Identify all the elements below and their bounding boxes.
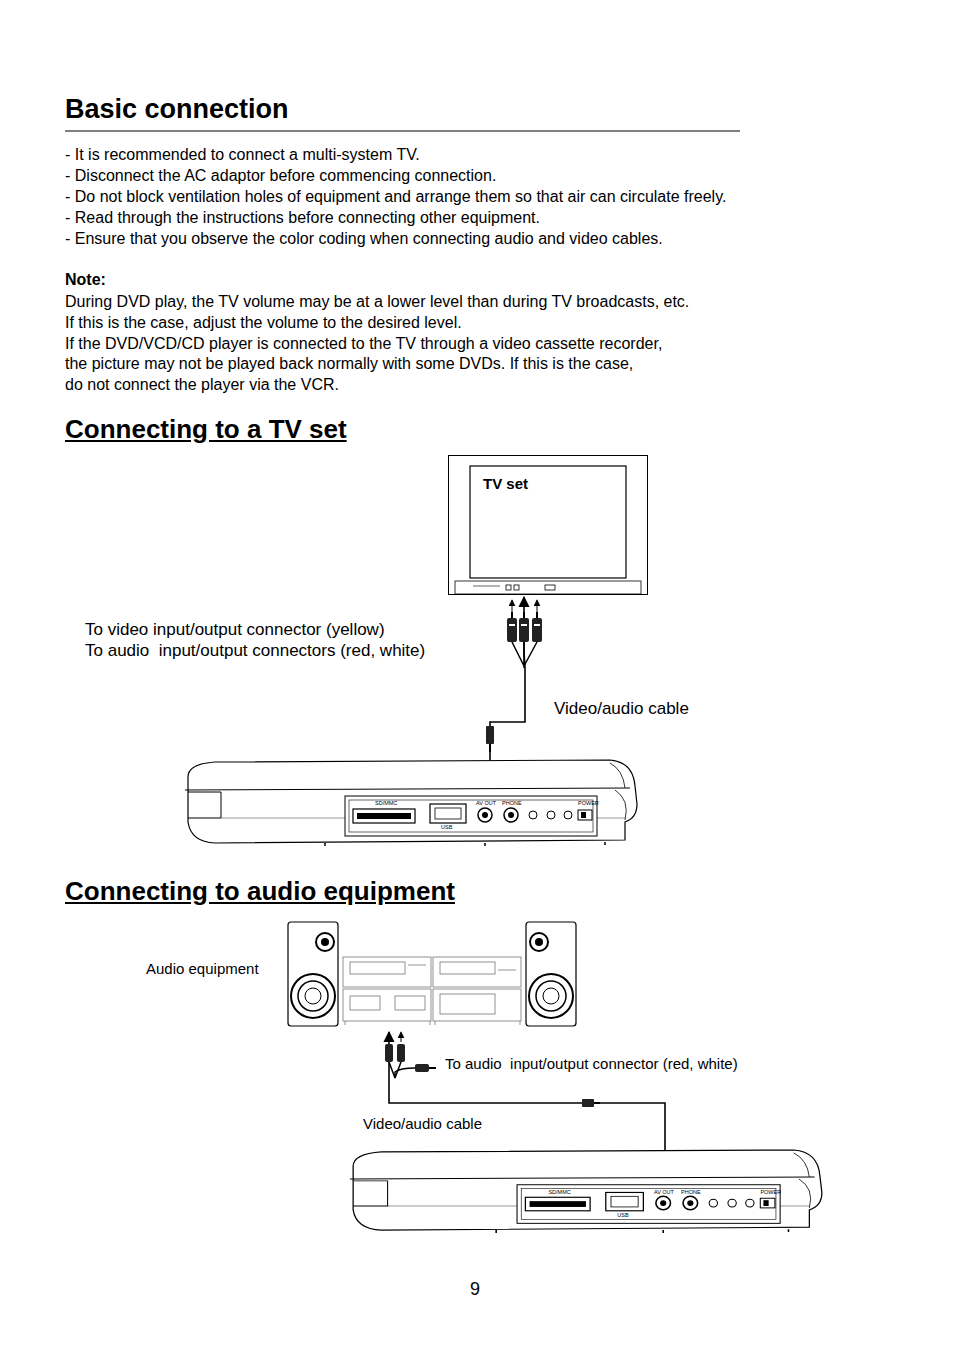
tv-set: TV set	[448, 455, 648, 595]
panel-label: AV OUT	[476, 800, 496, 806]
heading-rule	[65, 131, 740, 132]
bullet-note: - Disconnect the AC adaptor before comme…	[65, 167, 496, 185]
bullet-note: - Read through the instructions before c…	[65, 209, 540, 227]
device-label: TV set	[483, 476, 528, 493]
panel-label: USB	[617, 1212, 628, 1218]
note-text: During DVD play, the TV volume may be at…	[65, 293, 689, 311]
dvd-player: SD/MMC USB AV OUT PHONE POWER	[350, 1150, 822, 1232]
bullet-note: - Do not block ventilation holes of equi…	[65, 188, 726, 206]
panel-label: SD/MMC	[548, 1189, 570, 1195]
page-title: Basic connection	[65, 94, 289, 125]
cable-label: Video/audio cable	[360, 1115, 485, 1132]
connector-callout: To audio input/output connectors (red, w…	[85, 641, 425, 661]
page-number: 9	[470, 1279, 480, 1300]
note-text: the picture may not be played back norma…	[65, 355, 633, 373]
connector-callout: To audio input/output connector (red, wh…	[445, 1055, 738, 1072]
rca-plugs	[486, 600, 542, 752]
dvd-player: SD/MMC USB AV OUT PHONE POWER	[185, 760, 637, 845]
audio-equipment: Audio equipment	[140, 918, 580, 1030]
panel-label: AV OUT	[654, 1189, 674, 1195]
panel-label: PHONE	[502, 800, 522, 806]
dvd-player-drawing	[185, 760, 637, 846]
cable-connector	[389, 1032, 665, 1150]
tv-drawing	[455, 466, 641, 594]
connector-callout: To video input/output connector (yellow)	[85, 620, 385, 640]
cable-label: Video/audio cable	[551, 699, 692, 719]
section-heading: Connecting to a TV set	[65, 415, 347, 445]
section-heading: Connecting to audio equipment	[65, 877, 455, 907]
device-label: Audio equipment	[146, 961, 259, 978]
panel-label: SD/MMC	[375, 800, 397, 806]
bullet-note: - It is recommended to connect a multi-s…	[65, 146, 420, 164]
audio-equipment-drawing	[288, 922, 576, 1026]
note-text: If the DVD/VCD/CD player is connected to…	[65, 335, 662, 353]
panel-label: USB	[441, 824, 452, 830]
note-text: do not connect the player via the VCR.	[65, 376, 339, 394]
note-text: If this is the case, adjust the volume t…	[65, 314, 462, 332]
dvd-player-drawing	[350, 1150, 822, 1233]
panel-label: POWER	[578, 800, 599, 806]
panel-label: POWER	[760, 1189, 781, 1195]
note-heading: Note:	[65, 271, 106, 289]
bullet-note: - Ensure that you observe the color codi…	[65, 230, 663, 248]
panel-label: PHONE	[681, 1189, 701, 1195]
